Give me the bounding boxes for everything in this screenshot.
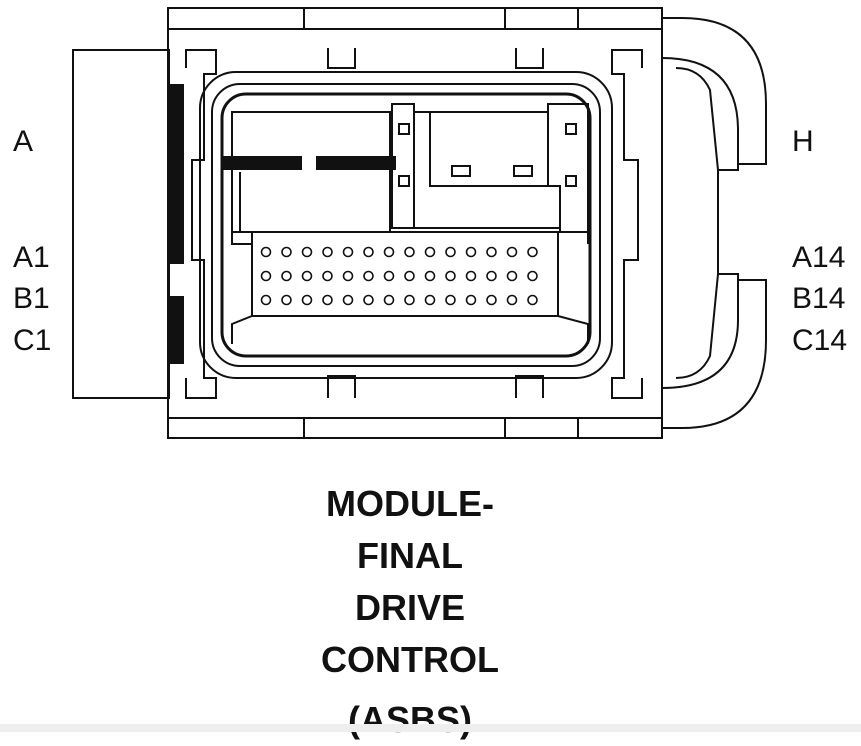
pin-c11 <box>465 294 477 306</box>
pin-b7 <box>383 270 395 282</box>
pin-a9 <box>424 246 436 258</box>
pin-a2 <box>281 246 292 258</box>
pin-b10 <box>445 270 456 282</box>
left-latch-housing <box>72 49 170 399</box>
connector-diagram <box>72 7 767 439</box>
pin-a3 <box>301 246 313 258</box>
pin-a6 <box>363 246 374 258</box>
label-a14: A14 <box>792 241 846 274</box>
pin-a4 <box>322 246 333 258</box>
pin-a1 <box>260 246 272 258</box>
right-lever <box>662 17 767 429</box>
bar-right <box>316 156 396 170</box>
terminal-cavity <box>220 92 592 358</box>
lock-bar-upper <box>168 84 184 264</box>
pin-b13 <box>506 270 518 282</box>
pin-c10 <box>445 294 456 306</box>
pin-b8 <box>404 270 415 282</box>
pin-a11 <box>465 246 477 258</box>
title-code: (ASBS) <box>348 699 472 740</box>
pin-b1 <box>260 270 272 282</box>
label-b14: B14 <box>792 282 846 315</box>
pin-a8 <box>404 246 415 258</box>
bar-left <box>222 156 302 170</box>
label-c14: C14 <box>792 324 848 357</box>
pin-c9 <box>424 294 436 306</box>
component-title: MODULE- FINAL DRIVE CONTROL (ASBS) <box>250 478 570 746</box>
pin-b14 <box>527 270 538 282</box>
inner-housing-outer <box>199 71 613 379</box>
pin-a10 <box>445 246 456 258</box>
label-a1: A1 <box>13 241 50 274</box>
pin-b5 <box>342 270 354 282</box>
label-c1: C1 <box>13 324 52 357</box>
pin-a14 <box>527 246 538 258</box>
pin-c5 <box>342 294 354 306</box>
title-line-1: MODULE- <box>326 483 494 524</box>
pin-c13 <box>506 294 518 306</box>
title-line-4: CONTROL <box>321 639 499 680</box>
pin-a12 <box>486 246 497 258</box>
label-b1: B1 <box>13 282 50 315</box>
pin-b11 <box>465 270 477 282</box>
pin-c12 <box>486 294 497 306</box>
pin-c14 <box>527 294 538 306</box>
bottom-strip <box>0 724 861 732</box>
title-line-3: DRIVE <box>354 587 466 628</box>
pin-a7 <box>383 246 395 258</box>
pin-b6 <box>363 270 374 282</box>
key-block-right <box>414 103 589 233</box>
pin-grid <box>260 246 538 306</box>
pin-c7 <box>383 294 395 306</box>
pin-b2 <box>281 270 292 282</box>
pin-c6 <box>363 294 374 306</box>
pin-c8 <box>404 294 415 306</box>
key-block-left <box>231 111 391 233</box>
pin-b9 <box>424 270 436 282</box>
label-a: A <box>13 125 34 158</box>
pin-c1 <box>260 294 272 306</box>
title-line-2: FINAL <box>357 535 463 576</box>
pin-b12 <box>486 270 497 282</box>
pin-c2 <box>281 294 292 306</box>
pin-b3 <box>301 270 313 282</box>
pin-c4 <box>322 294 333 306</box>
label-h: H <box>792 125 814 158</box>
pin-c3 <box>301 294 313 306</box>
lock-bar-lower <box>168 296 184 364</box>
pin-a5 <box>342 246 354 258</box>
pin-a13 <box>506 246 518 258</box>
pin-b4 <box>322 270 333 282</box>
